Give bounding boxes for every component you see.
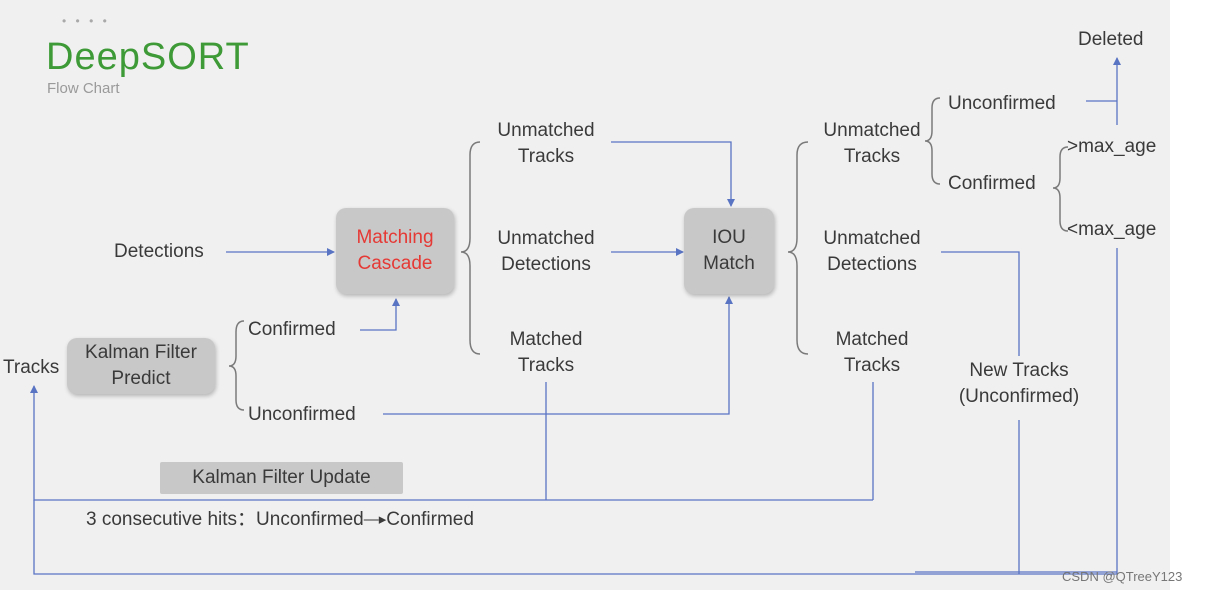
unconfirmed-right-label: Unconfirmed (948, 93, 1056, 114)
unmatched-tracks-1-line-2: Tracks (517, 146, 575, 167)
kalman-filter-update-box: Kalman Filter Update (160, 462, 403, 494)
brace-predict-outputs (228, 320, 245, 411)
kalman-filter-predict-box: Kalman Filter Predict (67, 338, 215, 394)
chart-subtitle: Flow Chart (47, 80, 120, 97)
arrow-confirmed-to-cascade (360, 298, 400, 331)
gt-max-age-label: >max_age (1067, 136, 1157, 157)
consecutive-hits-note: 3 consecutive hits：Unconfirmed—▸Confirme… (86, 507, 474, 533)
matched-tracks-2: Matched Tracks (812, 327, 932, 379)
unmatched-detections-2-line-1: Unmatched (823, 228, 921, 249)
brace-confirmed-age (1052, 146, 1069, 232)
unconfirmed-left-label: Unconfirmed (248, 404, 356, 425)
matching-cascade-line-1: Matching (356, 227, 434, 248)
unmatched-tracks-2-line-1: Unmatched (823, 120, 921, 141)
unmatched-tracks-1-line-1: Unmatched (497, 120, 595, 141)
arrow-unconfirmed-to-iou (383, 296, 733, 415)
unmatched-detections-1-line-1: Unmatched (497, 228, 595, 249)
unmatched-detections-1-line-2: Detections (501, 254, 591, 275)
iou-match-line-2: Match (703, 253, 755, 274)
deleted-label: Deleted (1078, 29, 1144, 50)
matched-tracks-1-line-2: Tracks (517, 355, 575, 376)
matched-tracks-2-line-2: Tracks (843, 355, 901, 376)
arrow-unmatched-tracks-to-iou (611, 141, 735, 207)
confirmed-left-label: Confirmed (248, 319, 336, 340)
kalman-predict-line-2: Predict (111, 368, 171, 389)
unmatched-tracks-2-line-2: Tracks (843, 146, 901, 167)
slide-canvas: • • • • DeepSORT Flow Chart (0, 0, 1170, 590)
brace-unmatched-tracks-2 (924, 97, 941, 185)
iou-match-line-1: IOU (712, 227, 746, 248)
matching-cascade-line-2: Cascade (357, 253, 433, 274)
matching-cascade-box: Matching Cascade (336, 208, 454, 294)
matched-tracks-1-line-1: Matched (509, 329, 583, 350)
unmatched-tracks-2: Unmatched Tracks (812, 118, 932, 170)
unmatched-detections-1: Unmatched Detections (486, 226, 606, 278)
unmatched-detections-2-line-2: Detections (827, 254, 917, 275)
consecutive-hits-text: 3 consecutive hits：Unconfirmed (86, 509, 364, 530)
consecutive-arrow-icon: —▸ (363, 511, 387, 528)
matched-tracks-1: Matched Tracks (486, 327, 606, 379)
unmatched-detections-2: Unmatched Detections (812, 226, 932, 278)
new-tracks-line-1: New Tracks (969, 360, 1069, 381)
new-tracks-line-2: (Unconfirmed) (958, 386, 1080, 407)
new-tracks: New Tracks (Unconfirmed) (944, 358, 1094, 410)
line-unmatched-detections-to-new-tracks (941, 251, 1020, 356)
detections-label: Detections (114, 241, 204, 262)
kalman-predict-line-1: Kalman Filter (85, 342, 197, 363)
lt-max-age-label: <max_age (1067, 219, 1157, 240)
tracks-label: Tracks (3, 357, 60, 378)
kalman-update-label: Kalman Filter Update (192, 467, 371, 488)
brace-iou-outputs (787, 141, 809, 355)
confirmed-right-label: Confirmed (948, 173, 1036, 194)
brace-cascade-outputs (460, 141, 481, 355)
unmatched-tracks-1: Unmatched Tracks (486, 118, 606, 170)
flow-connectors (30, 57, 1121, 575)
chart-title: DeepSORT (46, 36, 250, 78)
matched-tracks-2-line-1: Matched (835, 329, 909, 350)
decorative-dots: • • • • (62, 14, 110, 28)
line-bottom-return (33, 500, 1117, 575)
iou-match-box: IOU Match (684, 208, 774, 294)
consecutive-hits-end: Confirmed (386, 509, 474, 530)
watermark: CSDN @QTreeY123 (1062, 569, 1183, 584)
